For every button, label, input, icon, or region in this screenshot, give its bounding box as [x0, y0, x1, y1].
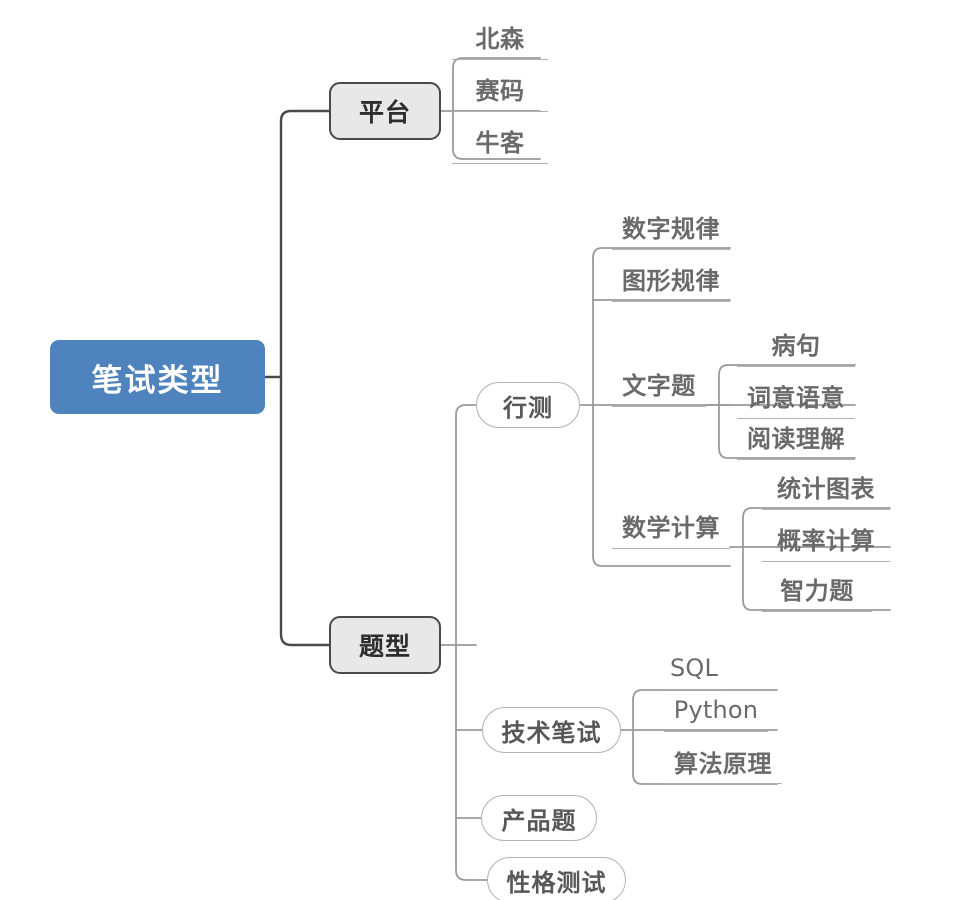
leaf-math-2[interactable]: 智力题: [762, 568, 872, 612]
node-question-types[interactable]: 题型: [329, 616, 441, 674]
node-tech[interactable]: 技术笔试: [482, 707, 621, 753]
leaf-tech-1[interactable]: Python: [664, 690, 768, 732]
leaf-wenzi-1[interactable]: 词意语意: [737, 375, 855, 419]
root-node[interactable]: 笔试类型: [50, 340, 265, 414]
leaf-xingce-2[interactable]: 文字题: [612, 363, 706, 407]
leaf-xingce-0[interactable]: 数字规律: [612, 206, 730, 250]
node-xingce[interactable]: 行测: [476, 382, 580, 428]
node-personality[interactable]: 性格测试: [487, 857, 626, 900]
leaf-math-1[interactable]: 概率计算: [762, 518, 890, 562]
leaf-tech-2[interactable]: 算法原理: [664, 742, 782, 784]
leaf-wenzi-2[interactable]: 阅读理解: [737, 416, 855, 460]
leaf-tech-0[interactable]: SQL: [664, 648, 724, 690]
edge-root-bracket: [279, 109, 331, 647]
leaf-platform-1[interactable]: 赛码: [452, 68, 548, 112]
leaf-platform-0[interactable]: 北森: [452, 16, 548, 60]
leaf-platform-2[interactable]: 牛客: [452, 120, 548, 164]
leaf-wenzi-0[interactable]: 病句: [737, 323, 855, 367]
node-platform[interactable]: 平台: [329, 82, 441, 140]
leaf-math-0[interactable]: 统计图表: [762, 466, 890, 510]
leaf-xingce-3[interactable]: 数学计算: [612, 505, 730, 549]
node-product[interactable]: 产品题: [481, 795, 597, 841]
leaf-xingce-1[interactable]: 图形规律: [612, 258, 730, 302]
